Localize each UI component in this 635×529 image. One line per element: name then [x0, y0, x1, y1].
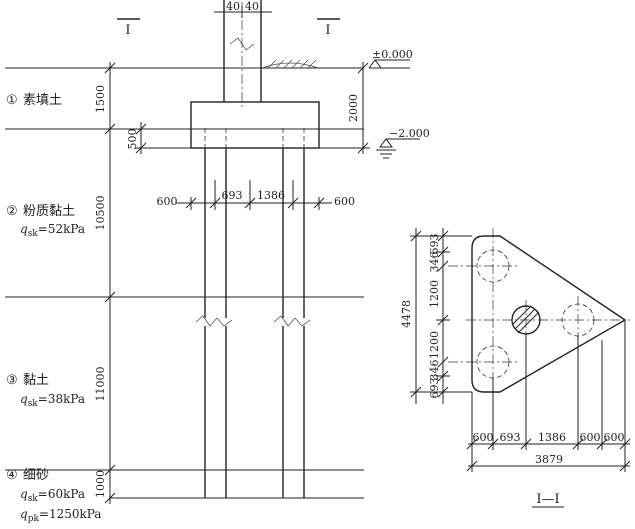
soil-boundaries: [5, 59, 364, 499]
dim-layer-3: 11000: [94, 367, 107, 402]
layer-2-number: ②: [6, 204, 18, 219]
dim-layer-4: 1000: [94, 470, 107, 498]
dim-plan-v-top-edge: 693: [428, 234, 441, 255]
dim-plan-h-spacing-3: 600: [580, 431, 601, 444]
section-caption: I—I: [532, 492, 564, 508]
dim-plan-v-bottom-offset: 346: [428, 360, 441, 381]
section-cut-marks: I I: [117, 18, 340, 38]
pile-spacing-dimension: 600 693 1386 600: [157, 180, 355, 210]
cut-mark-left: I: [125, 23, 130, 38]
dim-plan-v-upper: 1200: [428, 280, 441, 308]
plan-pile-top: [476, 249, 510, 283]
layer-4-name: 细砂: [23, 468, 49, 483]
dim-plan-v-lower: 1200: [428, 331, 441, 359]
layer-1-number: ①: [6, 93, 18, 108]
dim-plan-v-top-offset: 346: [428, 252, 441, 273]
pile-cap: [190, 101, 320, 149]
dim-edge-right: 600: [334, 195, 355, 208]
layer-4-qsk: qsk=60kPa: [20, 487, 85, 504]
elevation-marker-ground: ±0.000: [368, 48, 413, 69]
dim-layer-1: 1500: [94, 85, 107, 113]
plan-vertical-dimensions: 4478 693 346 1200 1200 346 693: [400, 228, 472, 404]
dim-plan-h-spacing-1: 693: [500, 431, 521, 444]
dim-layer-2: 10500: [94, 196, 107, 231]
dim-plan-h-spacing-2: 1386: [538, 431, 566, 444]
elevation-marker-water: −2.000: [376, 127, 430, 159]
plan-horizontal-dimensions: 600 693 1386 600 600 3879: [466, 320, 631, 472]
dim-column-left: 40: [226, 0, 240, 13]
dim-plan-total-height: 4478: [400, 300, 413, 328]
section-caption-text: I—I: [536, 492, 559, 507]
layer-2-name: 粉质黏土: [23, 203, 75, 219]
layer-3-number: ③: [6, 373, 18, 388]
layer-label-2: ② 粉质黏土 qsk=52kPa: [6, 203, 85, 239]
cut-mark-right: I: [325, 23, 330, 38]
pile-left-break: [195, 315, 233, 327]
layer-3-qsk: qsk=38kPa: [20, 392, 85, 409]
ground-mound: [261, 62, 319, 69]
dim-plan-h-edge-left: 600: [473, 431, 494, 444]
dim-plan-h-edge-right: 600: [604, 431, 625, 444]
layer-label-4: ④ 细砂 qsk=60kPa qpk=1250kPa: [6, 468, 101, 524]
layer-3-name: 黏土: [23, 372, 49, 388]
layer-label-3: ③ 黏土 qsk=38kPa: [6, 372, 85, 409]
dim-spacing-left: 693: [222, 189, 243, 202]
plan-column-hatch: [512, 305, 540, 334]
dim-column-right: 40: [245, 0, 259, 13]
column: 40 40: [214, 0, 272, 108]
dim-cap-embed: 500: [126, 129, 139, 150]
layer-2-qsk: qsk=52kPa: [20, 222, 85, 239]
layer-1-name: 素填土: [23, 93, 62, 108]
ground-hatch: [267, 59, 317, 69]
layer-thickness-dimension: 1500 10500 11000 1000: [94, 62, 116, 504]
layer-4-qpk: qpk=1250kPa: [20, 507, 101, 524]
cap-embedment-dimension: 500: [126, 122, 191, 154]
elevation-water-text: −2.000: [389, 127, 430, 140]
elevation-ground-text: ±0.000: [372, 48, 413, 61]
layer-4-number: ④: [6, 468, 18, 483]
dim-edge-left: 600: [157, 195, 178, 208]
dim-plan-v-bottom-edge: 693: [428, 378, 441, 399]
plan-cap-outline: [471, 235, 627, 393]
layer-label-1: ① 素填土: [6, 93, 62, 108]
pile-left: [195, 128, 233, 498]
pile-right-break: [273, 315, 311, 327]
dim-cap-depth: 2000: [347, 94, 360, 122]
cap-depth-dimension: 2000: [319, 62, 370, 154]
dim-spacing-right: 1386: [257, 189, 285, 202]
pile-right: [273, 128, 311, 498]
plan-view: [448, 228, 630, 400]
dim-plan-total-width: 3879: [535, 453, 563, 466]
